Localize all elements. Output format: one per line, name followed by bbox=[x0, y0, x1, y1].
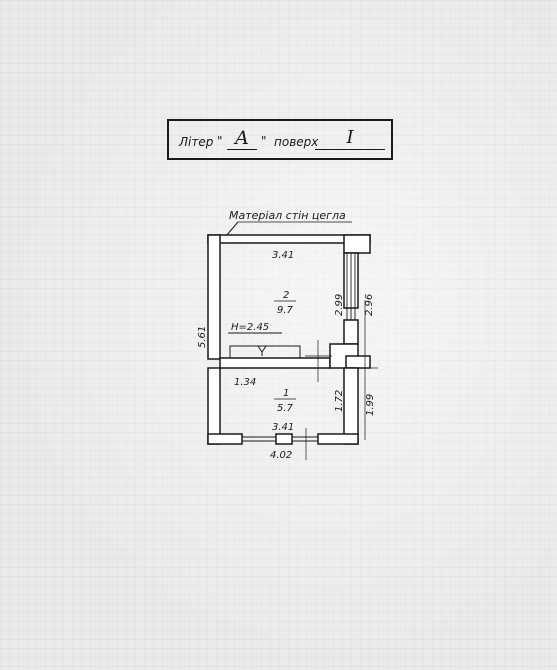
floor-label: поверх bbox=[274, 135, 319, 149]
partition-stub bbox=[345, 355, 371, 369]
litera-quote-open: " bbox=[217, 134, 223, 148]
wall-material-note: Матеріал стін цегла bbox=[229, 209, 346, 222]
dim-total-bottom-width: 4.02 bbox=[270, 450, 292, 461]
dim-upper-room-width: 3.41 bbox=[272, 250, 294, 261]
dim-upper-window: 2.99 bbox=[334, 294, 345, 316]
right-wall-mid bbox=[343, 319, 359, 345]
step-symbol bbox=[229, 345, 301, 359]
dim-lower-partial-width: 1.34 bbox=[234, 377, 256, 388]
bottom-wall-right bbox=[317, 433, 359, 445]
bottom-wall-left bbox=[207, 433, 243, 445]
walls bbox=[207, 234, 371, 445]
litera-quote-close: " bbox=[261, 134, 267, 148]
left-wall-lower bbox=[207, 367, 221, 445]
window-right bbox=[346, 253, 356, 320]
dim-lower-right-outer: 1.99 bbox=[365, 394, 376, 416]
litera-value: A bbox=[227, 127, 257, 150]
room2-number: 2 bbox=[283, 290, 289, 301]
dim-upper-outer-right: 2.96 bbox=[364, 294, 375, 316]
room2-area: 9.7 bbox=[277, 305, 294, 316]
room1-area: 5.7 bbox=[277, 403, 294, 414]
room2-height: H=2.45 bbox=[231, 322, 269, 333]
dim-lower-right-inner: 1.72 bbox=[334, 390, 345, 412]
bottom-opening bbox=[242, 436, 318, 442]
dim-total-left-height: 5.61 bbox=[197, 326, 208, 348]
right-wall-top-cap bbox=[343, 234, 371, 254]
litera-label: Літер bbox=[179, 135, 214, 149]
dimension-lines bbox=[305, 300, 378, 460]
right-wall-lower bbox=[343, 367, 359, 445]
dim-lower-room-width: 3.41 bbox=[272, 422, 294, 433]
bottom-wall-pier bbox=[275, 433, 293, 445]
room1-number: 1 bbox=[283, 388, 289, 399]
floor-value: I bbox=[315, 127, 385, 150]
partition-wall bbox=[219, 357, 331, 369]
title-block: Літер " A " поверх I bbox=[167, 119, 393, 160]
left-wall-upper bbox=[207, 234, 221, 360]
